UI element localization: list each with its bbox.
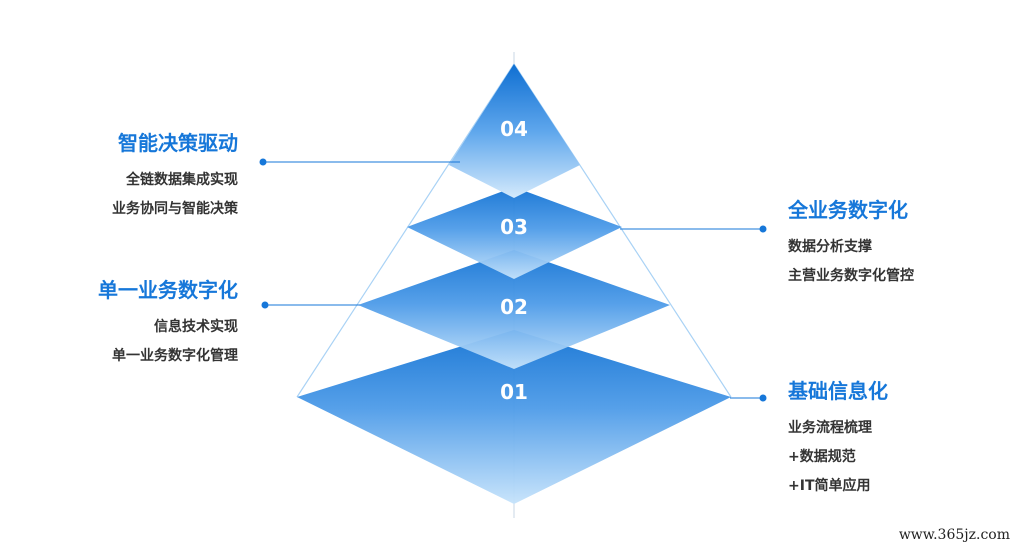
connector-03-dot — [759, 225, 767, 233]
level-04-line-1: 全链数据集成实现 — [126, 172, 238, 188]
connector-02-dot — [261, 301, 269, 309]
level-02-number: 02 — [500, 295, 528, 319]
level-01-diamond — [297, 330, 731, 504]
connector-04-dot — [259, 158, 267, 166]
level-02-text: 单一业务数字化 信息技术实现 单一业务数字化管理 — [98, 277, 238, 371]
watermark: www.365jz.com — [898, 527, 1010, 543]
level-02-diamond — [358, 250, 670, 369]
level-03-text: 全业务数字化 数据分析支撑 主营业务数字化管控 — [788, 197, 914, 291]
level-04-top — [449, 64, 580, 198]
level-01-line-1: 业务流程梳理 — [788, 420, 872, 436]
level-02-title: 单一业务数字化 — [98, 278, 238, 302]
level-03-number: 03 — [500, 215, 528, 239]
level-02-line-1: 信息技术实现 — [154, 319, 238, 335]
pyramid-edge-left — [296, 63, 515, 398]
level-03-line-2: 主营业务数字化管控 — [788, 268, 914, 284]
level-01-number: 01 — [500, 380, 528, 404]
level-04-title: 智能决策驱动 — [118, 131, 238, 155]
connector-01-dot — [759, 394, 767, 402]
level-03-title: 全业务数字化 — [788, 198, 908, 222]
level-01-title: 基础信息化 — [788, 379, 888, 403]
level-01-line-3: +IT简单应用 — [788, 478, 871, 494]
level-03-line-1: 数据分析支撑 — [788, 239, 872, 255]
level-04-line-2: 业务协同与智能决策 — [112, 201, 238, 217]
level-02-line-2: 单一业务数字化管理 — [112, 348, 238, 364]
level-01-line-2: +数据规范 — [788, 449, 856, 465]
level-03-diamond — [407, 187, 622, 279]
level-04-number: 04 — [500, 117, 528, 141]
level-04-text: 智能决策驱动 全链数据集成实现 业务协同与智能决策 — [112, 130, 238, 224]
level-01-text: 基础信息化 业务流程梳理 +数据规范 +IT简单应用 — [788, 378, 888, 501]
